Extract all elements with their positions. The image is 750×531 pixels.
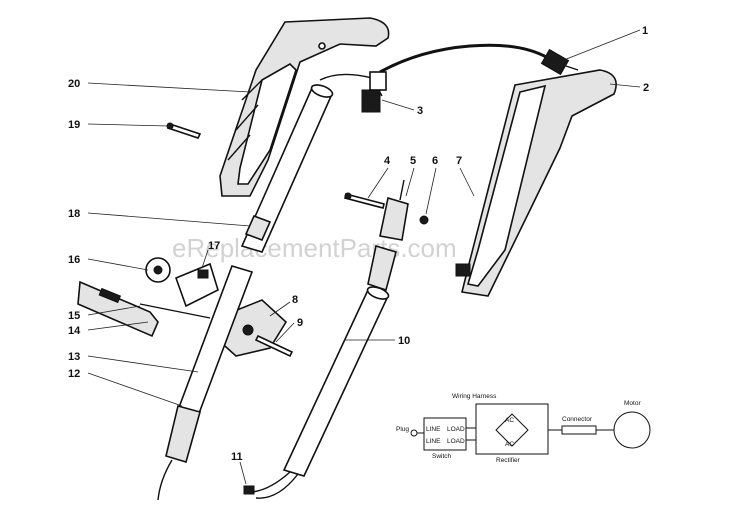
- switch-box: [423, 417, 467, 451]
- label-line-2: LINE: [426, 438, 441, 445]
- label-ac-2: AC: [505, 441, 514, 448]
- switch-assembly: [145, 257, 219, 308]
- label-load-2: LOAD: [447, 438, 465, 445]
- callout-15: 15: [68, 310, 80, 322]
- callout-7: 7: [456, 155, 462, 167]
- cord-protector: [157, 405, 201, 501]
- upper-tube: [240, 84, 334, 253]
- label-ac-1: AC: [505, 417, 514, 424]
- label-motor: Motor: [624, 400, 641, 407]
- watermark: eReplacementParts.com: [172, 233, 457, 263]
- screw: [166, 122, 202, 139]
- cord-with-plug: [379, 43, 579, 76]
- callout-14: 14: [68, 325, 81, 337]
- callout-20: 20: [68, 78, 80, 90]
- label-wiring-harness: Wiring Harness: [452, 393, 497, 400]
- callout-3: 3: [417, 105, 423, 117]
- callout-13: 13: [68, 351, 80, 363]
- label-switch: Switch: [432, 453, 452, 460]
- left-handle-half: [219, 17, 390, 197]
- callout-9: 9: [297, 317, 303, 329]
- label-plug: Plug: [396, 426, 409, 433]
- callout-5: 5: [410, 155, 416, 167]
- callout-numbers: 1 2 3 4 5 6 7 8 9 10 11 12 13 14 15 16 1…: [68, 25, 649, 463]
- callout-11: 11: [231, 451, 243, 463]
- callout-18: 18: [68, 208, 80, 220]
- rectifier-bridge-symbol: [495, 413, 529, 447]
- motor-leads: [243, 471, 299, 499]
- grip-band: [244, 214, 272, 242]
- leader-lines: [87, 29, 641, 485]
- callout-2: 2: [643, 82, 649, 94]
- bracket-fasteners: [344, 179, 429, 241]
- connector-symbol: [561, 425, 597, 435]
- callout-12: 12: [68, 368, 80, 380]
- callout-4: 4: [384, 155, 391, 167]
- connector-block: [319, 71, 387, 113]
- callout-6: 6: [432, 155, 438, 167]
- callout-17: 17: [208, 240, 220, 252]
- callout-19: 19: [68, 119, 80, 131]
- right-handle-half: [455, 69, 617, 297]
- switch-button: [77, 280, 211, 338]
- motor-symbol: [613, 411, 651, 449]
- label-load-1: LOAD: [447, 426, 465, 433]
- main-lower-tube: [282, 244, 397, 477]
- callout-8: 8: [292, 294, 298, 306]
- rectifier-box: [475, 403, 549, 455]
- callout-1: 1: [642, 25, 648, 37]
- label-rectifier: Rectifier: [496, 457, 521, 464]
- label-line-1: LINE: [426, 426, 441, 433]
- callout-16: 16: [68, 254, 80, 266]
- wiring-schematic: Wiring Harness Plug LINE LINE LOAD LOAD …: [396, 393, 651, 464]
- callout-10: 10: [398, 335, 410, 347]
- label-connector: Connector: [562, 416, 593, 423]
